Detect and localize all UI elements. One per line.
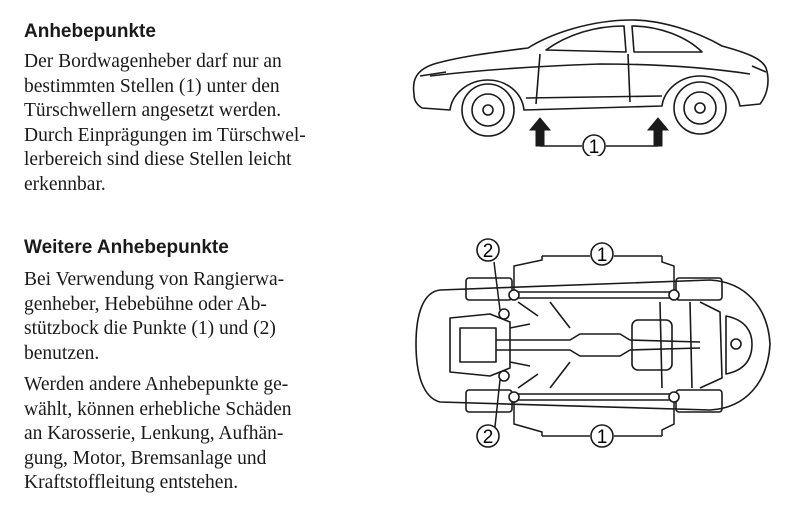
text-line: Bei Verwendung von Rangierwa- [24,269,285,290]
additional-points-paragraph-1: Bei Verwendung von Rangierwa- genheber, … [24,268,396,366]
section-heading-additional-jack-points: Weitere Anhebepunkte [24,237,229,258]
text-line: gung, Motor, Bremsanlage und [24,447,267,469]
callout-2-bottom: 2 [476,424,500,448]
svg-text:2: 2 [483,427,494,448]
car-underside-illustration: 2 1 2 1 [415,238,771,448]
text-line: an Karosserie, Lenkung, Aufhän- [24,423,284,444]
additional-points-paragraph-2: Werden andere Anhebepunkte ge- wählt, kö… [24,373,396,496]
section-heading-jack-points: Anhebepunkte [24,21,156,42]
svg-text:2: 2 [483,241,494,262]
svg-text:1: 1 [589,137,600,156]
text-line: benutzen. [24,342,100,364]
text-line: Werden andere Anhebepunkte ge- [24,374,289,395]
svg-text:1: 1 [597,427,608,448]
car-body-outline [412,19,769,111]
svg-text:1: 1 [597,245,608,266]
text-line: Türschwellern angesetzt werden. [24,100,282,121]
text-line: stützbock die Punkte (1) und (2) [24,318,276,339]
callout-1-side: 1 [582,134,606,156]
text-line: Der Bordwagenheber darf nur an [24,51,282,72]
text-line: Kraftstoffleitung entstehen. [24,472,239,493]
jack-points-paragraph: Der Bordwagenheber darf nur an bestimmte… [24,50,396,197]
callout-leader-lines [493,255,675,437]
text-line: wählt, können erhebliche Schäden [24,398,292,420]
text-line: Durch Einprägungen im Türschwel- [24,124,306,146]
car-wheels [461,81,727,137]
car-side-view-illustration: 1 [412,19,769,156]
callout-1-bottom: 1 [590,424,614,448]
text-line: erkennbar. [24,173,106,195]
text-line: bestimmten Stellen (1) unter den [24,75,280,97]
callout-2-top: 2 [476,238,500,262]
text-line: lerbereich sind diese Stellen leicht [24,149,292,170]
callout-1-top: 1 [590,242,614,266]
underbody-outline [415,277,771,413]
text-line: genheber, Hebebühne oder Ab- [24,293,267,315]
jack-point-markers [498,289,680,403]
